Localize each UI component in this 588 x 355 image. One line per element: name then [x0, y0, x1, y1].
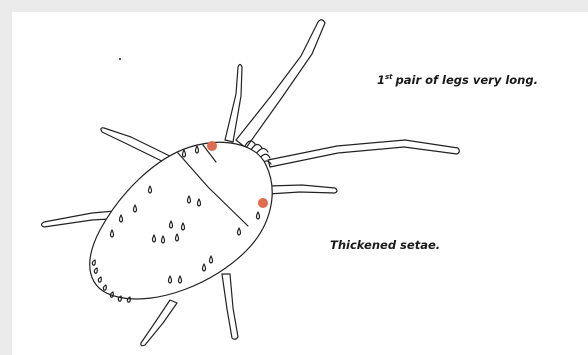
side-red-marker	[258, 198, 268, 208]
leg-right-upper	[268, 140, 459, 167]
setae-annotation: Thickened setae.	[330, 238, 440, 252]
leg-rear-left	[141, 300, 177, 346]
leg-front-right-long	[236, 20, 325, 148]
leg-rear-right	[222, 274, 238, 339]
leg-right-lower	[268, 185, 337, 194]
mite-body	[90, 142, 272, 299]
leg-front-right-short	[225, 65, 242, 143]
speck-dot	[119, 58, 121, 60]
front-red-marker	[207, 141, 217, 151]
